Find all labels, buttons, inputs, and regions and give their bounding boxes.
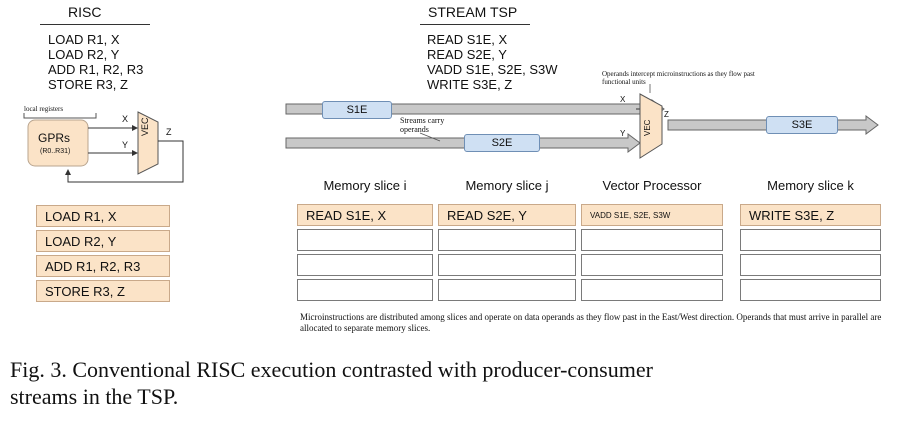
tsp-y-label: Y xyxy=(620,129,626,138)
table-cell-slice-j: READ S2E, Y xyxy=(438,204,576,226)
risc-title-rule xyxy=(40,24,150,25)
table-cell-empty xyxy=(297,229,433,251)
stream-s2e: S2E xyxy=(464,134,540,152)
tsp-z-label: Z xyxy=(664,110,669,119)
table-cell-empty xyxy=(438,229,576,251)
stream-s3e: S3E xyxy=(766,116,838,134)
tsp-x-label: X xyxy=(620,95,626,104)
risc-y-label: Y xyxy=(122,140,129,150)
tsp-code-line: WRITE S3E, Z xyxy=(427,77,513,92)
risc-z-label: Z xyxy=(166,127,172,137)
risc-title: RISC xyxy=(68,4,102,20)
risc-code: LOAD R1, X LOAD R2, Y ADD R1, R2, R3 STO… xyxy=(48,32,143,92)
table-cell-empty xyxy=(438,254,576,276)
risc-x-label: X xyxy=(122,114,129,124)
risc-list-item: STORE R3, Z xyxy=(36,280,170,302)
gprs-sublabel: (R0..R31) xyxy=(40,148,71,155)
table-cell-slice-k: WRITE S3E, Z xyxy=(740,204,881,226)
tsp-code: READ S1E, X READ S2E, Y VADD S1E, S2E, S… xyxy=(427,32,558,92)
tsp-code-line: READ S1E, X xyxy=(427,32,508,47)
table-cell-empty xyxy=(740,254,881,276)
table-cell-slice-i: READ S1E, X xyxy=(297,204,433,226)
tsp-title-rule xyxy=(420,24,530,25)
table-cell-empty xyxy=(581,254,723,276)
risc-code-line: ADD R1, R2, R3 xyxy=(48,62,144,77)
table-cell-empty xyxy=(438,279,576,301)
stream-arrow-lower xyxy=(285,133,641,153)
gprs-label: GPRs xyxy=(38,131,71,145)
risc-vec-unit xyxy=(137,111,159,175)
stream-s1e: S1E xyxy=(322,101,392,119)
table-cell-empty xyxy=(740,279,881,301)
table-cell-empty xyxy=(297,279,433,301)
risc-list-item: ADD R1, R2, R3 xyxy=(36,255,170,277)
table-cell-empty xyxy=(581,279,723,301)
tsp-code-line: READ S2E, Y xyxy=(427,47,507,62)
figure-caption-line1: Fig. 3. Conventional RISC execution cont… xyxy=(10,357,653,382)
tsp-vec-label: VEC xyxy=(643,119,652,136)
header-vector-processor: Vector Processor xyxy=(602,178,702,193)
wire-z-feedback xyxy=(65,140,184,183)
table-cell-empty xyxy=(581,229,723,251)
streams-carry-note: Streams carry operands xyxy=(400,116,445,134)
figure-caption-line2: streams in the TSP. xyxy=(10,384,179,409)
header-slice-j: Memory slice j xyxy=(465,178,549,193)
risc-code-line: LOAD R2, Y xyxy=(48,47,120,62)
streams-pointer xyxy=(419,132,441,142)
risc-list-item: LOAD R2, Y xyxy=(36,230,170,252)
gprs-box xyxy=(27,119,89,167)
risc-vec-label: VEC xyxy=(140,117,150,136)
header-slice-i: Memory slice i xyxy=(323,178,407,193)
table-footnote: Microinstructions are distributed among … xyxy=(300,312,882,333)
tsp-vec-unit xyxy=(639,93,663,159)
table-cell-empty xyxy=(297,254,433,276)
table-cell-empty xyxy=(740,229,881,251)
risc-code-line: STORE R3, Z xyxy=(48,77,128,92)
tsp-code-line: VADD S1E, S2E, S3W xyxy=(427,62,558,77)
risc-list-item: LOAD R1, X xyxy=(36,205,170,227)
local-registers-bracket xyxy=(23,113,97,119)
risc-code-line: LOAD R1, X xyxy=(48,32,120,47)
tsp-title: STREAM TSP xyxy=(428,4,518,20)
intercept-note: Operands intercept microinstructions as … xyxy=(602,70,755,86)
header-slice-k: Memory slice k xyxy=(767,178,854,193)
table-cell-vector-processor: VADD S1E, S2E, S3W xyxy=(581,204,723,226)
local-registers-label: local registers xyxy=(24,105,64,113)
